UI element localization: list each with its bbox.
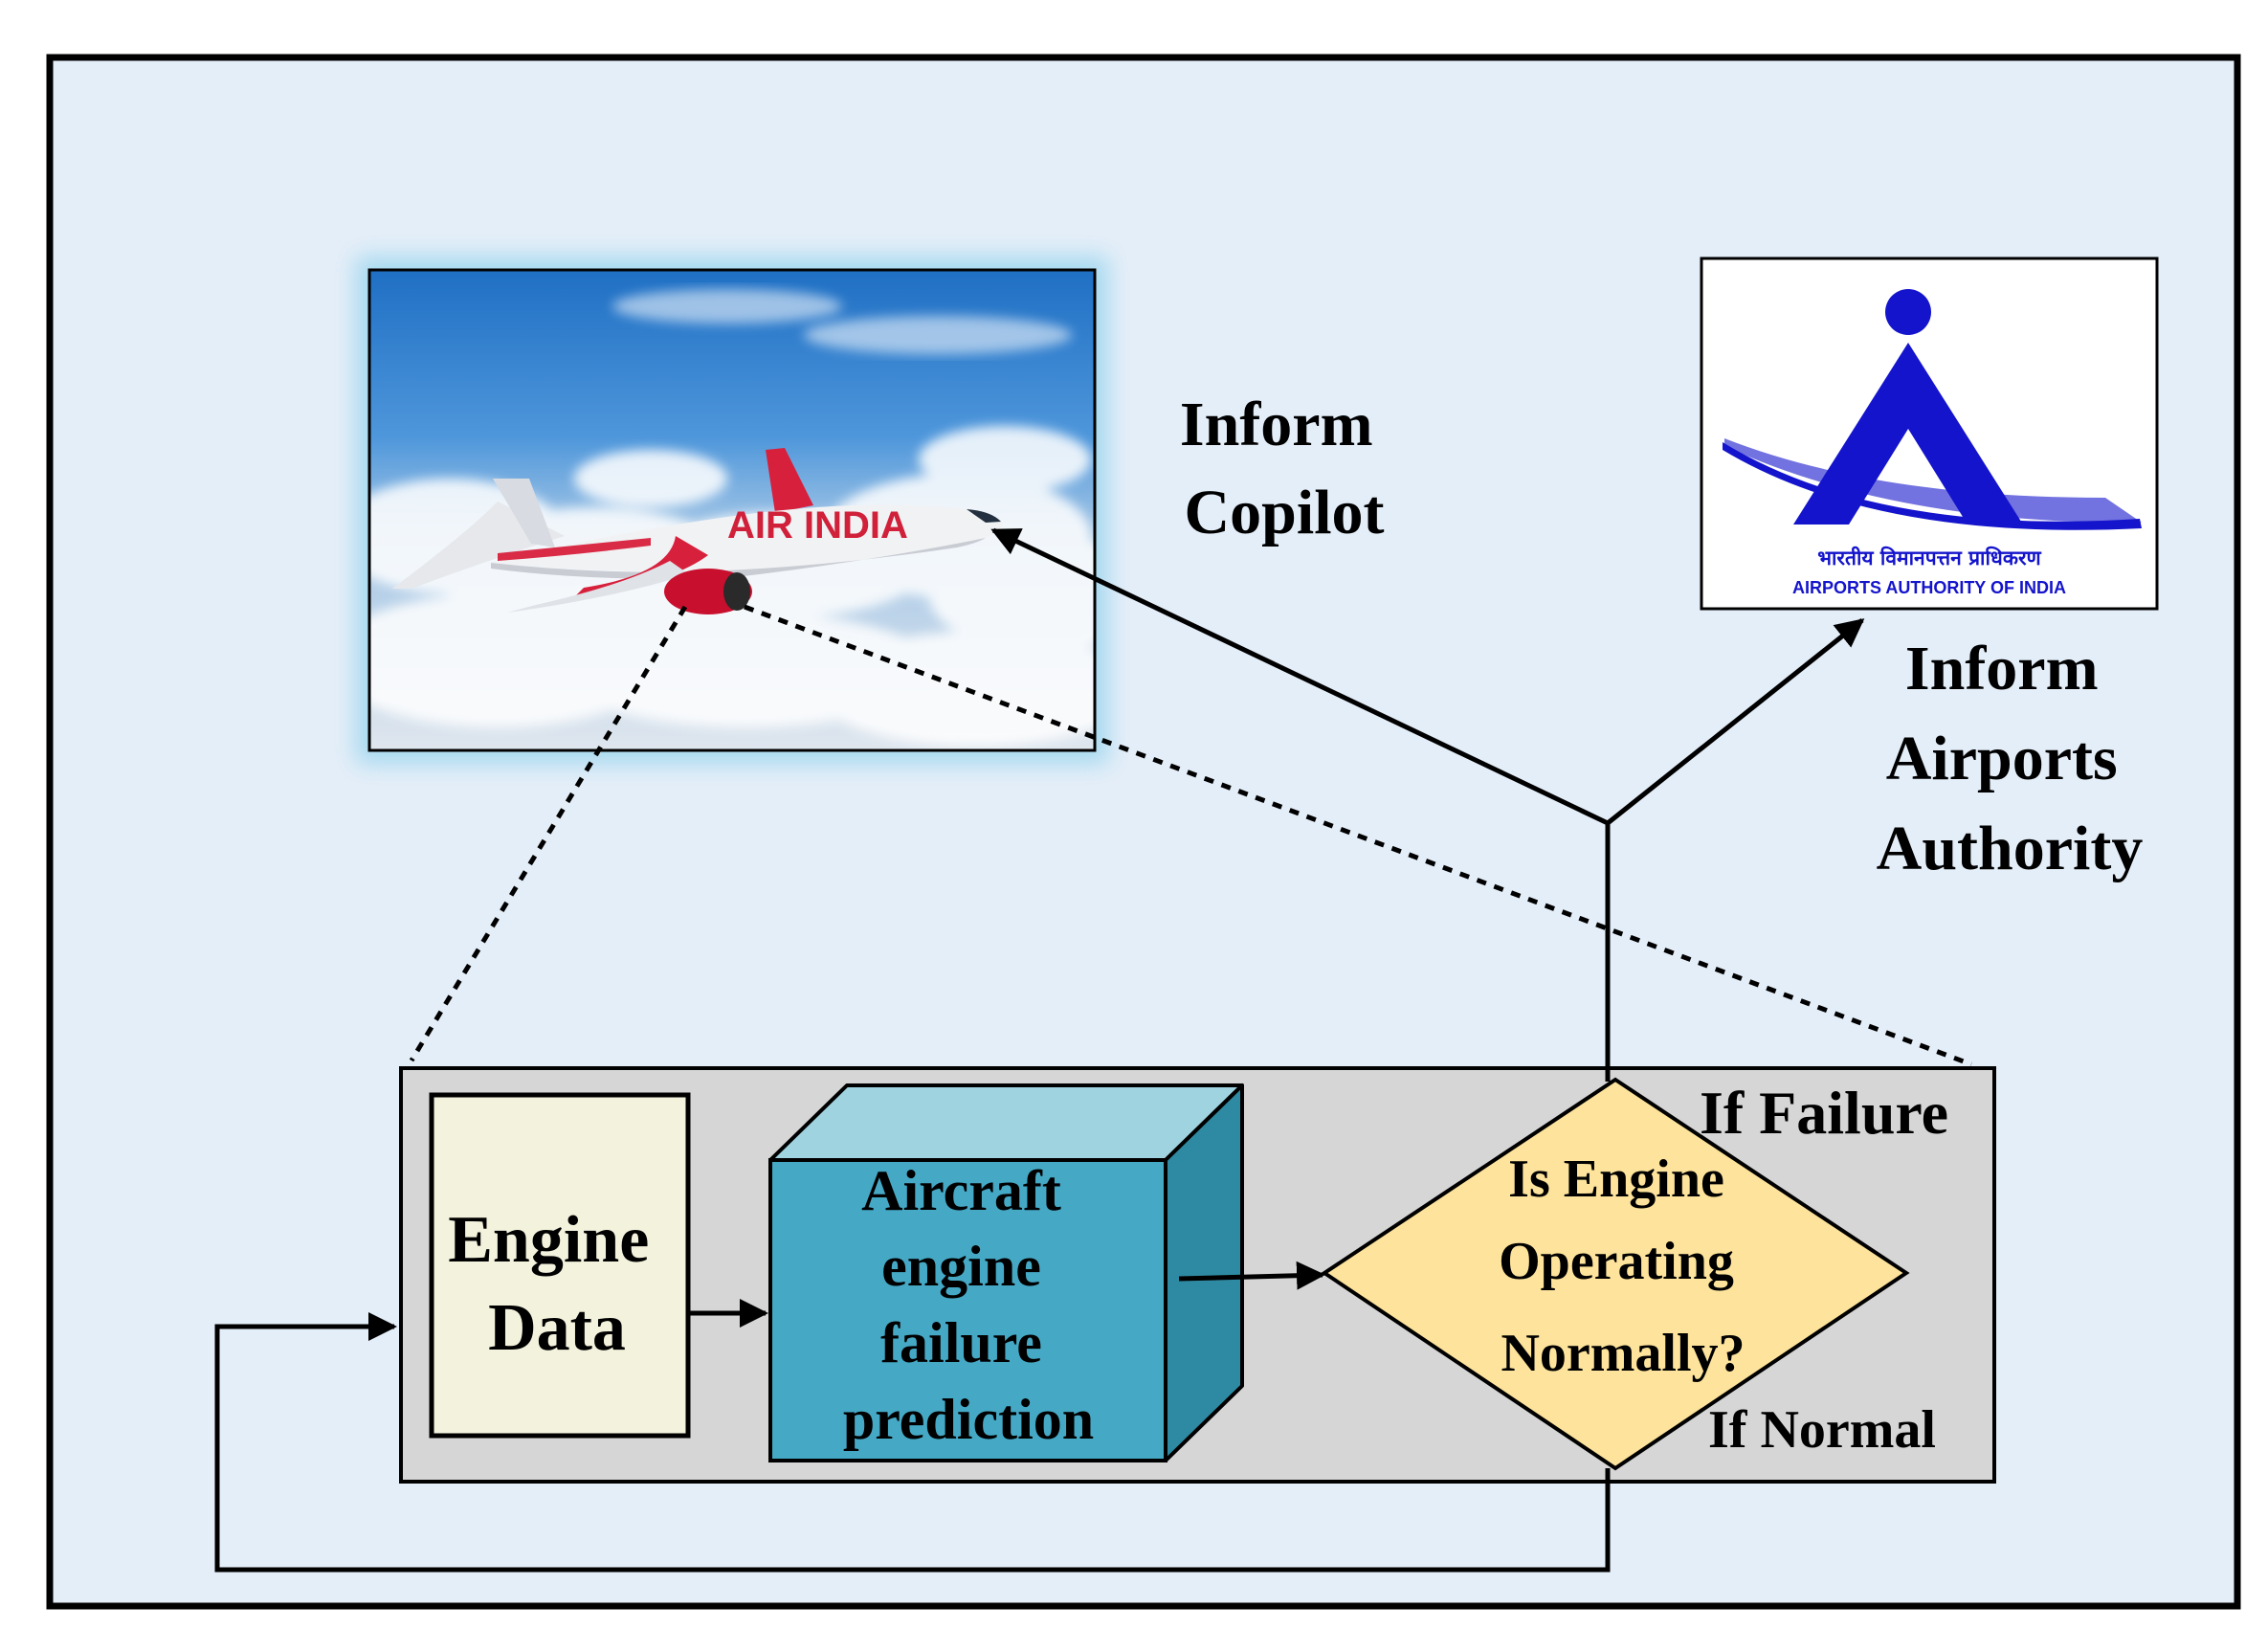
- logo-hindi-name: भारतीय विमानपत्तन प्राधिकरण: [1817, 546, 2041, 569]
- decision-label: Is Engine Operating Normally?: [1499, 1150, 1747, 1383]
- if-normal-label: If Normal: [1708, 1400, 1936, 1460]
- arrow-prediction-to-decision: [1178, 1261, 1325, 1290]
- if-failure-label: If Failure: [1700, 1079, 1948, 1147]
- engine-data-box: [429, 1092, 691, 1439]
- livery-text: AIR INDIA: [727, 504, 908, 547]
- decision-diamond: [1321, 1077, 1910, 1471]
- airports-authority-logo: भारतीय विमानपत्तन प्राधिकरण AIRPORTS AUT…: [1700, 257, 2159, 611]
- inform-airports-label: Inform Airports Authority: [1877, 634, 2144, 883]
- prediction-label: Aircraft engine failure prediction: [843, 1159, 1094, 1451]
- aircraft-photo: AIR INDIA: [356, 257, 1108, 764]
- prediction-cube: [768, 1083, 1244, 1462]
- arrow-to-airports: [1606, 618, 1865, 825]
- zoom-line-left: [409, 605, 688, 1062]
- inform-copilot-label: Inform Copilot: [1180, 390, 1389, 547]
- engine-data-label: Engine Data: [448, 1203, 666, 1365]
- airplane-icon: AIR INDIA: [392, 448, 1003, 614]
- arrow-to-copilot: [990, 527, 1610, 826]
- arrow-normal-loop: [214, 1312, 1611, 1573]
- logo-english-name: AIRPORTS AUTHORITY OF INDIA: [1792, 578, 2066, 597]
- zoom-line-right: [744, 604, 1972, 1067]
